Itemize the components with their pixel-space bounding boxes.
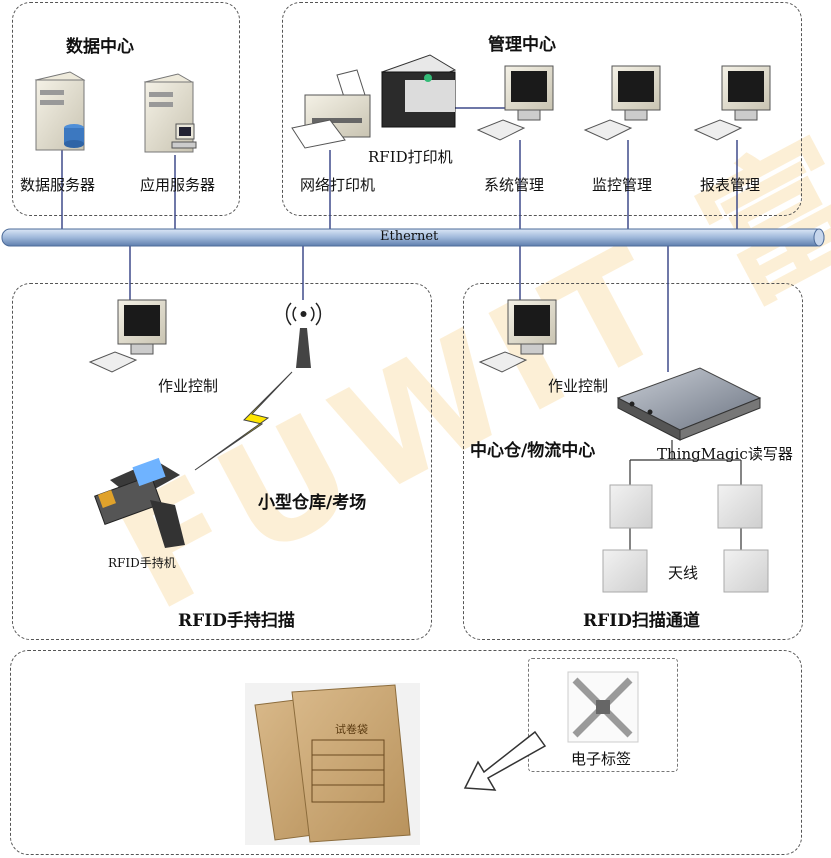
report-management-label: 报表管理 [700,176,761,194]
handheld-zone [12,283,432,640]
wireless-antenna-icon [285,302,322,368]
data-center-title: 数据中心 [66,37,134,57]
antenna-label: 天线 [668,564,699,582]
monitor-management-computer-icon [583,65,661,141]
wireless-signal-icon [194,371,293,471]
electronic-tag-icon [567,671,639,743]
rfid-handheld-label: RFID手持机 [108,556,176,570]
thingmagic-reader-icon [616,367,762,441]
arrow-icon [463,730,547,791]
app-server-label: 应用服务器 [140,176,216,194]
application-server-icon [143,73,197,153]
electronic-tag-label: 电子标签 [571,750,632,768]
monitor-management-label: 监控管理 [592,176,653,194]
rfid-printer-icon [380,54,457,128]
tag-zone [528,658,678,772]
handheld-zone-computer-icon [88,299,167,373]
antenna-panel-icon [717,484,763,529]
exam-folder-text: 试卷袋 [335,723,368,736]
handheld-operation-control-label: 作业控制 [158,377,219,395]
center-warehouse-label: 中心仓/物流中心 [470,441,596,461]
handheld-scan-title: RFID手持扫描 [178,611,295,631]
network-lines [61,107,738,372]
scan-channel-title: RFID扫描通道 [583,611,700,631]
antenna-panel-icon [723,549,769,593]
thingmagic-reader-label: ThingMagic读写器 [657,445,793,463]
data-center-zone [12,2,240,216]
network-printer-label: 网络打印机 [300,176,376,194]
system-management-label: 系统管理 [484,176,545,194]
management-center-title: 管理中心 [488,35,556,55]
antenna-panel-icon [602,549,648,593]
small-warehouse-label: 小型仓库/考场 [258,493,367,513]
ethernet-label: Ethernet [380,229,439,244]
system-management-computer-icon [476,65,554,141]
channel-zone [463,283,803,640]
db-server-label: 数据服务器 [20,176,96,194]
rfid-printer-label: RFID打印机 [368,148,453,166]
report-management-computer-icon [693,65,771,141]
channel-operation-control-label: 作业控制 [548,377,609,395]
bottom-zone [10,650,802,855]
network-printer-icon [291,69,371,149]
channel-zone-computer-icon [478,299,557,373]
management-center-zone [282,2,802,216]
rfid-handheld-device-icon [94,457,185,548]
database-server-icon [34,71,86,151]
antenna-panel-icon [609,484,653,529]
antenna-cables [629,440,742,550]
exam-paper-folder-image [245,683,420,845]
